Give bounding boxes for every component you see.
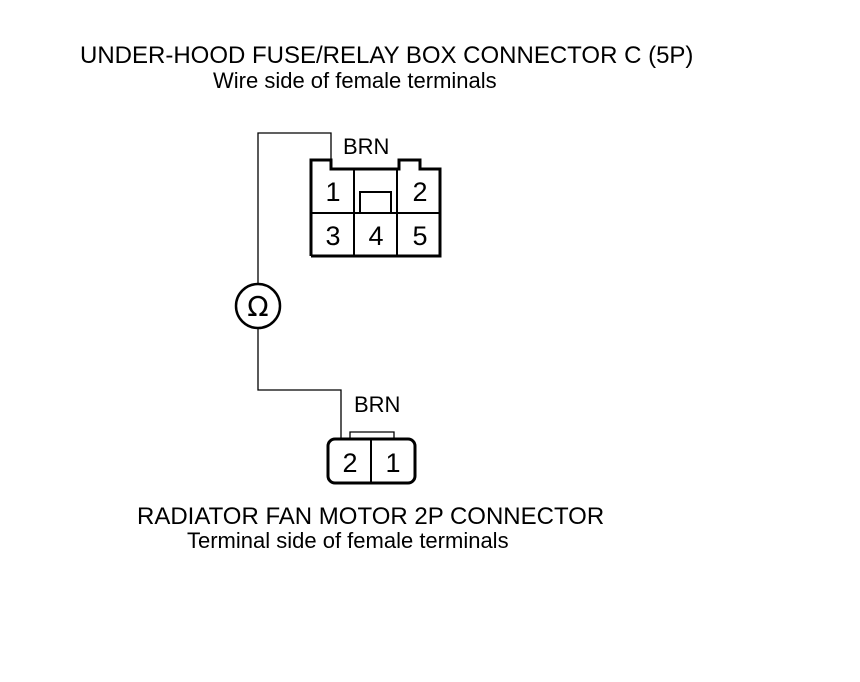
lower-connector-subtitle: Terminal side of female terminals [187, 528, 509, 553]
upper-terminal-2: 2 [412, 177, 427, 207]
lower-wire-color-label: BRN [354, 392, 400, 417]
lower-connector-2p: 2 1 [326, 431, 417, 485]
ohmmeter-icon: Ω [234, 282, 282, 330]
ohmmeter-symbol: Ω [247, 290, 268, 323]
upper-terminal-1: 1 [325, 177, 340, 207]
upper-terminal-3: 3 [325, 221, 340, 251]
test-lead-wire [257, 132, 342, 438]
lower-terminal-2: 2 [342, 448, 357, 478]
upper-connector-subtitle: Wire side of female terminals [213, 68, 497, 93]
lower-terminal-1: 1 [385, 448, 400, 478]
upper-terminal-4: 4 [368, 221, 383, 251]
upper-wire-color-label: BRN [343, 134, 389, 159]
upper-terminal-5: 5 [412, 221, 427, 251]
upper-connector-title: UNDER-HOOD FUSE/RELAY BOX CONNECTOR C (5… [80, 42, 693, 69]
upper-connector-5p: 1 2 3 4 5 [309, 158, 442, 258]
lower-connector-title: RADIATOR FAN MOTOR 2P CONNECTOR [137, 503, 604, 530]
